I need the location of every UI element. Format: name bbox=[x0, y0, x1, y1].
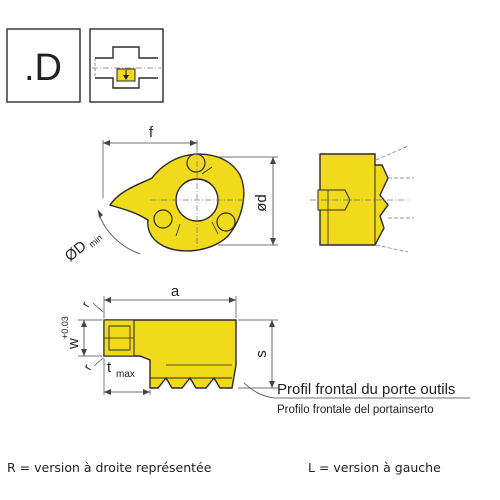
insert-side-view bbox=[310, 145, 414, 253]
dim-s-label: s bbox=[253, 350, 270, 358]
footer-right-version: R = version à droite représentée bbox=[7, 460, 212, 475]
insert-top-view: f ød ØD min bbox=[62, 124, 278, 265]
arrow-down-icon bbox=[123, 75, 129, 80]
dim-w-tol-label: +0.03 bbox=[60, 316, 70, 339]
footer-left-version: L = version à gauche bbox=[308, 460, 441, 475]
dim-t-sub-label: max bbox=[116, 369, 135, 380]
insert-front-view: a s w +0.03 r r t max Profil frontal du … bbox=[60, 283, 470, 416]
dim-f-label: f bbox=[149, 124, 154, 141]
mounting-icon-box bbox=[89, 28, 164, 103]
dim-r-bottom-label: r bbox=[80, 362, 94, 372]
dim-D-sub-label: min bbox=[87, 233, 105, 250]
dim-w-label: w bbox=[65, 338, 82, 350]
code-label: .D bbox=[24, 47, 62, 89]
dim-a-label: a bbox=[171, 283, 180, 300]
dim-t-label: t bbox=[107, 359, 112, 376]
code-box: .D bbox=[6, 28, 81, 103]
profile-sub-label: Profilo frontale del portainserto bbox=[277, 404, 434, 416]
dim-r-top-label: r bbox=[78, 299, 92, 309]
profile-main-label: Profil frontal du porte outils bbox=[277, 381, 455, 398]
dim-d-label: ød bbox=[253, 194, 270, 212]
